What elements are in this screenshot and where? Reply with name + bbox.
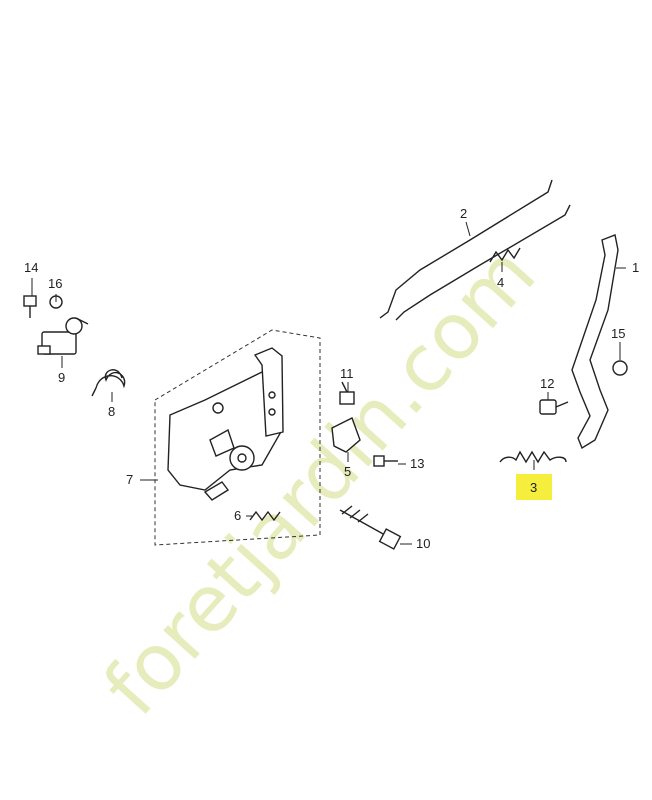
part-9-ring: [65, 317, 83, 335]
part-9-switch: [37, 317, 89, 355]
part-7-control-base: [154, 329, 321, 546]
part-12-pin: [555, 401, 569, 408]
callout-15: 15: [611, 326, 625, 341]
callout-3: 3: [530, 480, 537, 495]
part-13-screw: [373, 455, 398, 467]
part-9-pin: [75, 317, 89, 325]
part-12-body: [539, 399, 557, 415]
leader-2: [465, 221, 471, 237]
part-6-spring: [249, 510, 281, 522]
part-1-lever-arm: [571, 234, 619, 450]
callout-4: 4: [497, 275, 504, 290]
callout-11: 11: [340, 366, 354, 381]
callout-3-highlight: [516, 474, 552, 500]
callout-13: 13: [410, 456, 424, 471]
part-14-bolt: [23, 295, 37, 318]
callout-2: 2: [460, 206, 467, 221]
part-4-spring: [489, 247, 521, 263]
part-2-lower-rod: [395, 204, 571, 321]
callout-5: 5: [344, 464, 351, 479]
part-3-spring: [499, 450, 567, 464]
watermark-text: foretjardin.com: [87, 229, 553, 732]
part-7-lever: [209, 428, 235, 457]
part-11-bolt: [339, 381, 355, 405]
part-13-head: [373, 455, 385, 467]
part-4-coil: [489, 247, 521, 263]
part-7-frame: [154, 329, 321, 546]
part-1-body: [571, 234, 619, 450]
part-7-knob: [212, 402, 224, 414]
part-7-screw-b: [268, 408, 276, 416]
part-8-coil: [95, 369, 126, 389]
callout-16: 16: [48, 276, 62, 291]
part-10-long-bolt: [339, 505, 402, 550]
part-8-torsion-spring: [91, 369, 126, 397]
callout-10: 10: [416, 536, 430, 551]
part-12-block: [539, 399, 569, 415]
callouts: 2 4 1 15 12 3 14 16 9 8 7 6 11 5 13 10: [24, 206, 639, 551]
part-5-body: [331, 417, 361, 453]
part-7-bracket: [253, 347, 284, 437]
callout-8: 8: [108, 404, 115, 419]
part-15-body: [612, 360, 628, 376]
callout-6: 6: [234, 508, 241, 523]
callout-7: 7: [126, 472, 133, 487]
leader-lines: [31, 221, 626, 545]
part-2-upper-rod: [379, 179, 553, 319]
part-15-nut: [612, 360, 628, 376]
part-6-coil: [249, 510, 281, 522]
part-14-head: [23, 295, 37, 307]
callout-9: 9: [58, 370, 65, 385]
part-7-pivot-hole: [237, 453, 247, 463]
part-2-rod: [379, 179, 571, 321]
part-3-coil: [499, 450, 567, 464]
part-7-tab: [203, 481, 230, 501]
watermark: foretjardin.com: [87, 229, 553, 732]
part-8-leg: [91, 387, 97, 397]
callout-14: 14: [24, 260, 38, 275]
part-9-terminal: [37, 345, 51, 355]
callout-1: 1: [632, 260, 639, 275]
part-10-shank: [339, 509, 386, 536]
part-5-bracket: [331, 417, 361, 453]
callout-12: 12: [540, 376, 554, 391]
part-10-head: [378, 528, 402, 550]
part-10-thread: [341, 505, 369, 523]
part-11-head: [339, 391, 355, 405]
part-11-shank: [341, 381, 348, 393]
part-7-screw-a: [268, 391, 276, 399]
